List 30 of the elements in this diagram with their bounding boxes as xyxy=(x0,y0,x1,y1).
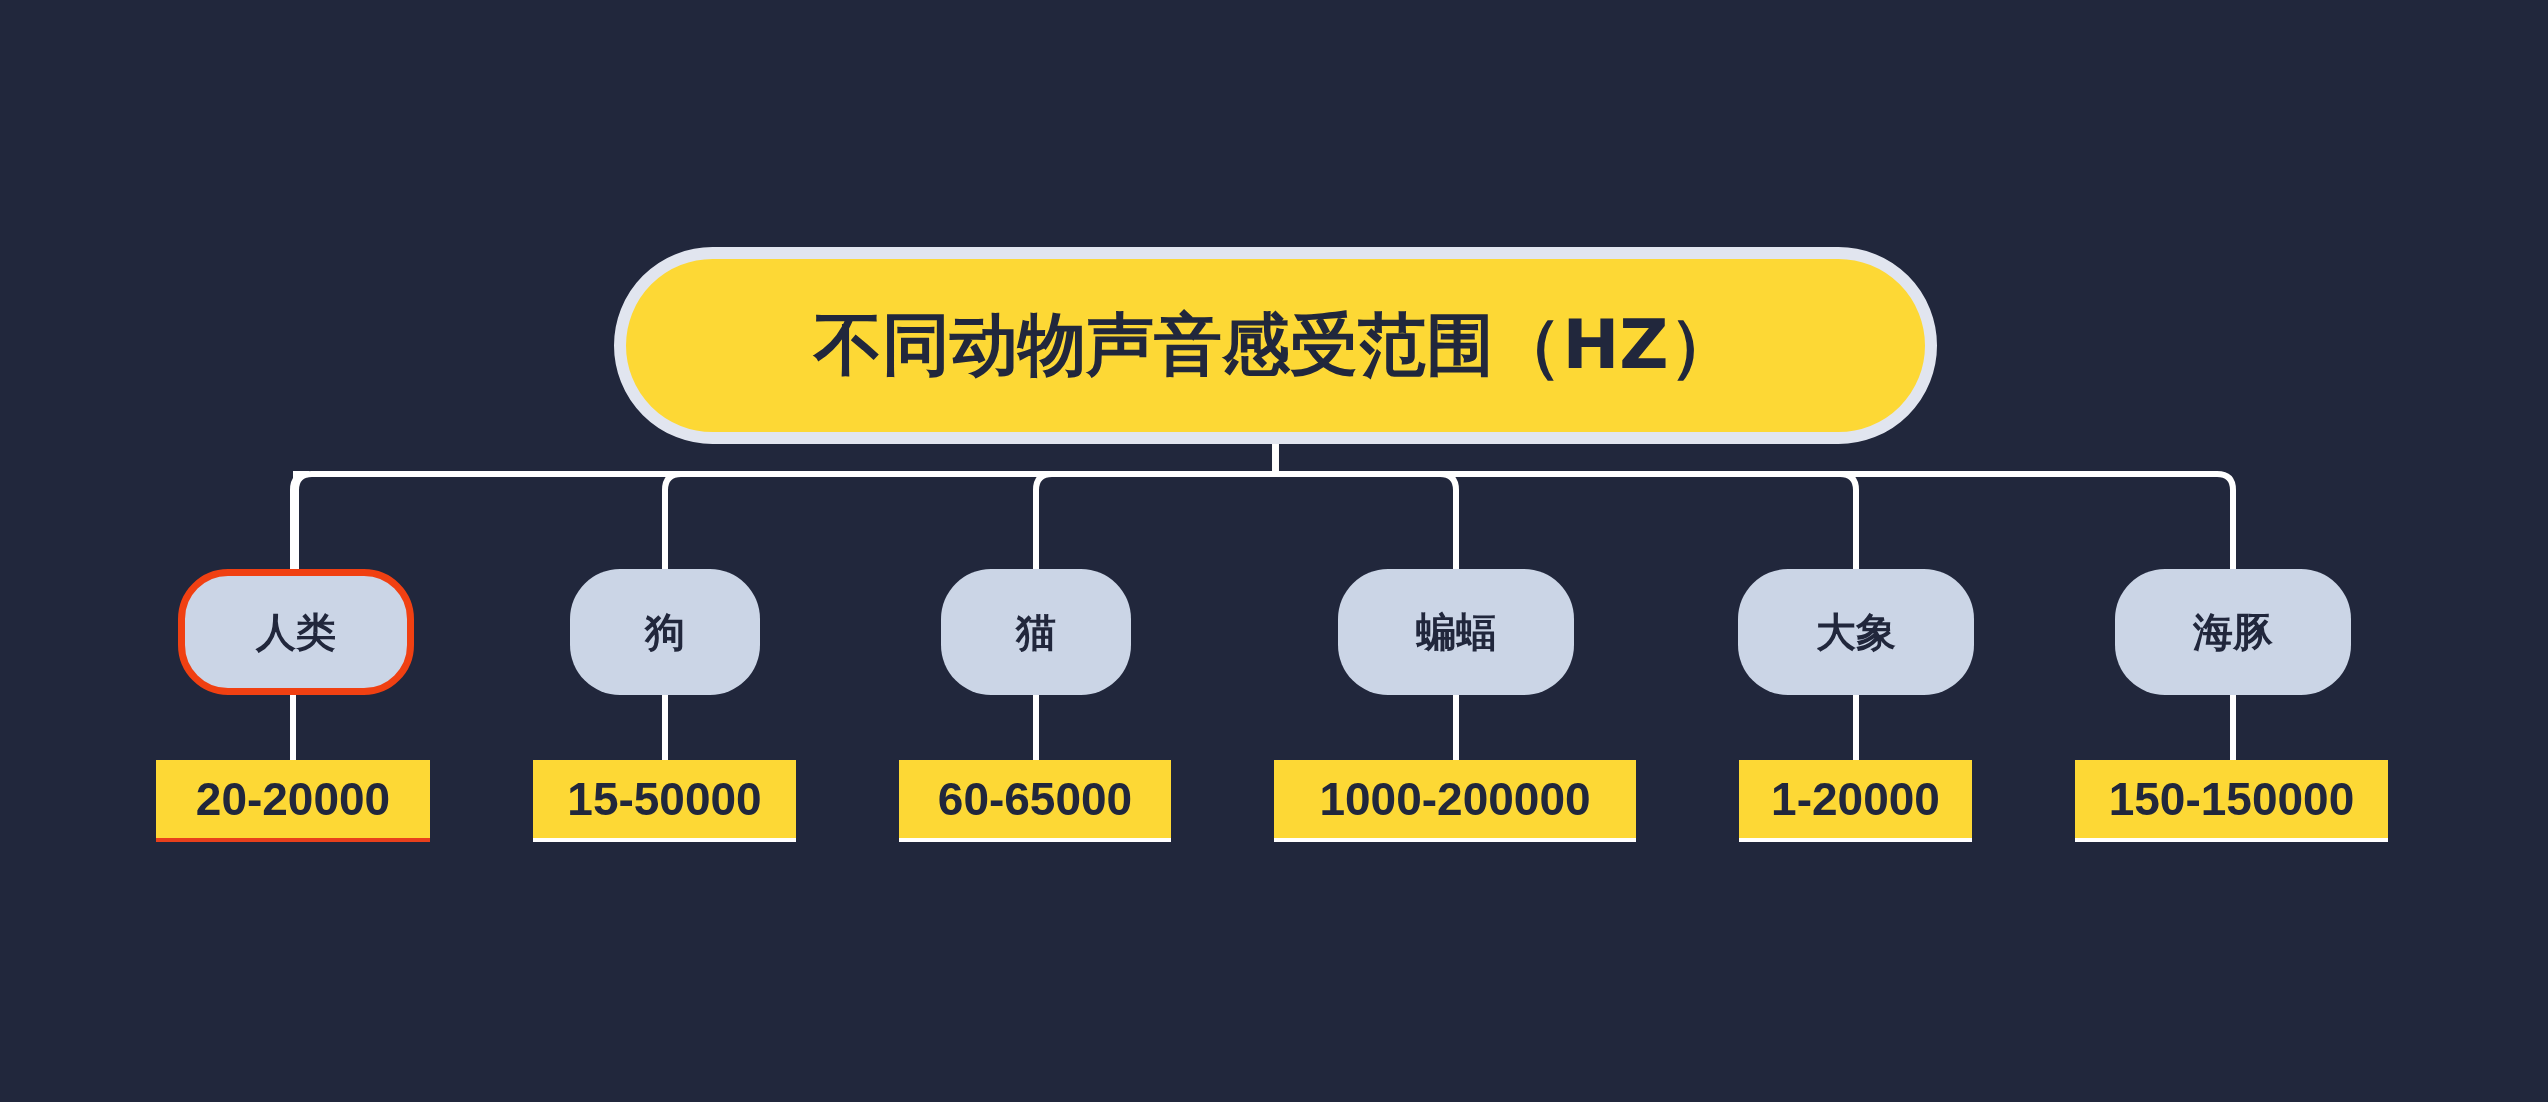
value-box xyxy=(533,760,796,842)
node-label: 1-20000 xyxy=(1771,772,1940,826)
node-label: 1000-200000 xyxy=(1319,772,1591,826)
connector-line xyxy=(662,695,668,760)
animal-box xyxy=(1738,569,1974,695)
node-label: 15-50000 xyxy=(567,772,762,826)
node-label: 狗 xyxy=(645,607,685,657)
node-label: 蝙蝠 xyxy=(1416,607,1496,657)
node-label: 人类 xyxy=(256,607,336,657)
node-label: 不同动物声音感受范围（HZ） xyxy=(814,304,1737,386)
node-label: 海豚 xyxy=(2193,607,2273,657)
value-box xyxy=(2075,760,2388,842)
animal-box xyxy=(2115,569,2351,695)
animal-box xyxy=(570,569,760,695)
connector-line xyxy=(1853,695,1859,760)
node-label: 20-20000 xyxy=(195,772,391,826)
connector-line xyxy=(1033,695,1039,760)
animal-box xyxy=(178,569,414,695)
node-label: 60-65000 xyxy=(937,772,1133,826)
value-box xyxy=(1274,760,1636,842)
animal-box xyxy=(941,569,1131,695)
animal-box xyxy=(1338,569,1574,695)
connector-line xyxy=(1453,695,1459,760)
node-label: 猫 xyxy=(1016,607,1056,657)
node-label: 大象 xyxy=(1816,607,1896,657)
connector-line xyxy=(2230,695,2236,760)
value-box xyxy=(899,760,1171,842)
value-box xyxy=(1739,760,1972,842)
node-label: 150-150000 xyxy=(2108,772,2355,826)
value-box xyxy=(156,760,430,842)
